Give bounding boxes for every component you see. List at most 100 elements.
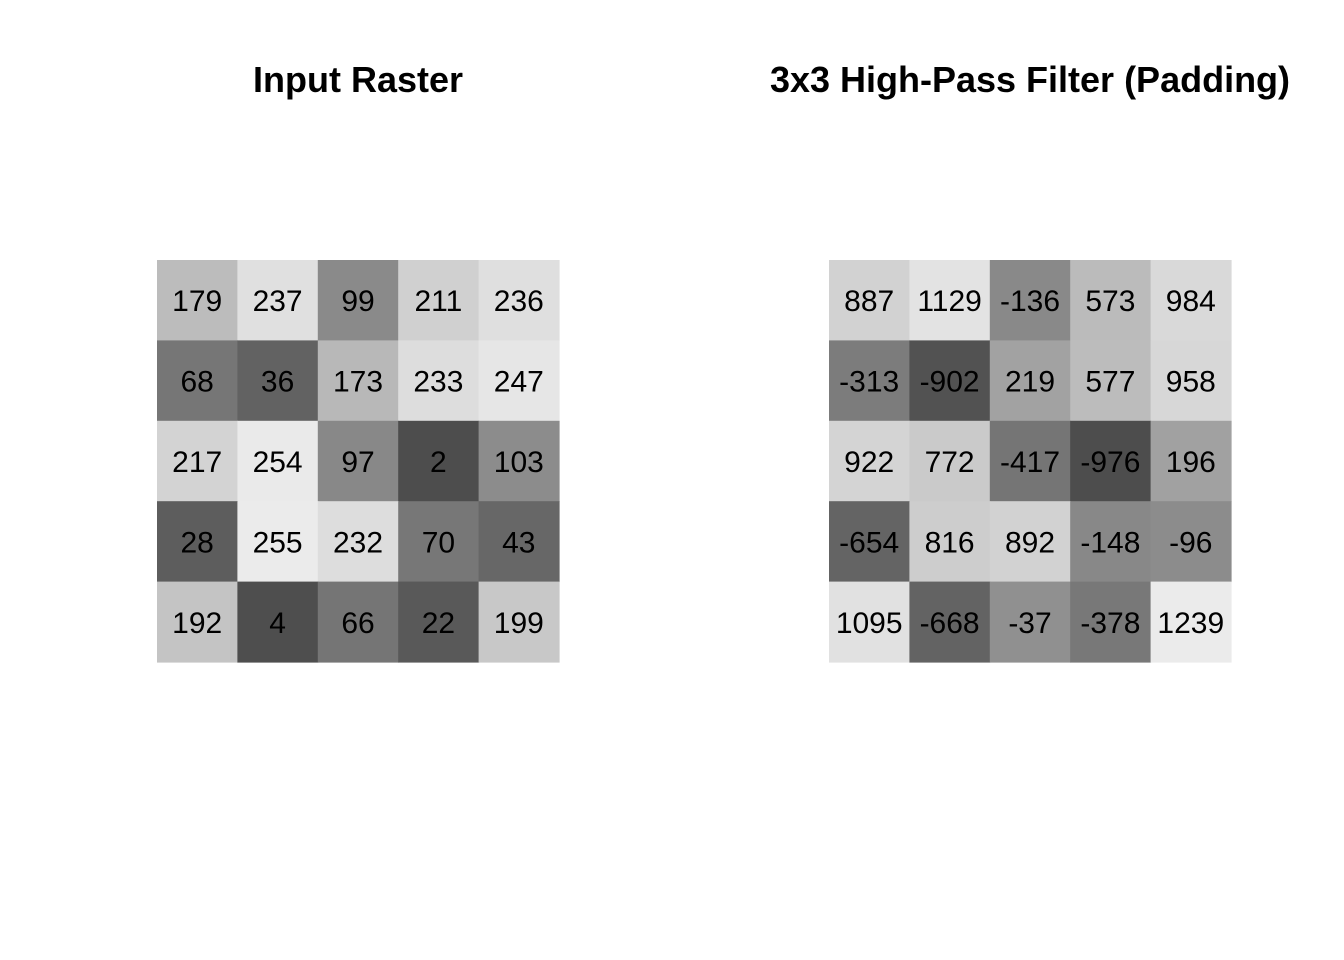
raster-cell <box>909 260 991 341</box>
raster-cell <box>237 581 319 663</box>
raster-cell <box>1070 581 1152 663</box>
raster-cell <box>829 420 910 502</box>
cell-value-label: 97 <box>341 446 374 479</box>
raster-cell <box>829 260 910 341</box>
raster-cell <box>398 340 480 422</box>
cell-value-label: 22 <box>422 607 455 640</box>
cell-value-label: -378 <box>1080 607 1140 640</box>
raster-cell <box>398 581 480 663</box>
raster-cell <box>989 260 1071 341</box>
raster-cell <box>1070 501 1152 583</box>
cell-value-label: 28 <box>181 526 214 559</box>
cell-value-label: 36 <box>261 366 294 399</box>
raster-cell <box>909 420 991 502</box>
high-pass-filter-heatmap: 887 1129 -136 573 984 -313 -902 219 577 958 922 772… <box>829 260 1232 663</box>
raster-cell <box>1070 340 1152 422</box>
cell-value-label: -313 <box>839 366 899 399</box>
cell-value-label: 2 <box>430 446 447 479</box>
cell-value-label: -417 <box>1000 446 1060 479</box>
cell-value-label: 922 <box>844 446 894 479</box>
raster-cell <box>237 260 319 341</box>
raster-cell <box>398 420 480 502</box>
raster-cell <box>317 260 399 341</box>
raster-cell <box>478 581 560 663</box>
cell-value-label: -902 <box>920 366 980 399</box>
cell-value-label: -148 <box>1080 526 1140 559</box>
cell-value-label: 192 <box>172 607 222 640</box>
cell-value-label: 577 <box>1085 366 1135 399</box>
cell-value-label: 219 <box>1005 366 1055 399</box>
cell-value-label: 236 <box>494 285 544 318</box>
cell-value-label: 892 <box>1005 526 1055 559</box>
raster-cell <box>398 260 480 341</box>
raster-cell <box>317 420 399 502</box>
raster-cell <box>1070 260 1152 341</box>
cell-value-label: 1129 <box>917 285 982 318</box>
raster-cell <box>157 420 238 502</box>
cell-value-label: 247 <box>494 366 544 399</box>
cell-value-label: 43 <box>502 526 535 559</box>
raster-cell <box>1150 420 1232 502</box>
cell-value-label: 99 <box>341 285 374 318</box>
cell-value-label: 1239 <box>1157 607 1224 640</box>
cell-value-label: 173 <box>333 366 383 399</box>
cell-value-label: 816 <box>925 526 975 559</box>
cell-value-label: 254 <box>253 446 303 479</box>
cell-value-label: 211 <box>414 285 462 318</box>
raster-cell <box>1150 501 1232 583</box>
raster-cell <box>909 581 991 663</box>
raster-cell <box>829 501 910 583</box>
raster-cell <box>478 501 560 583</box>
raster-cell <box>989 501 1071 583</box>
cell-value-label: 772 <box>925 446 975 479</box>
cell-value-label: -37 <box>1008 607 1051 640</box>
raster-cell <box>157 501 238 583</box>
cell-value-label: 1095 <box>836 607 903 640</box>
cell-value-label: 255 <box>253 526 303 559</box>
cell-value-label: -654 <box>839 526 899 559</box>
raster-cell <box>909 501 991 583</box>
cell-value-label: -136 <box>1000 285 1060 318</box>
cell-value-label: 217 <box>172 446 222 479</box>
cell-value-label: 887 <box>844 285 894 318</box>
raster-cell <box>909 340 991 422</box>
raster-cell <box>478 340 560 422</box>
raster-cell <box>317 340 399 422</box>
raster-cell <box>237 501 319 583</box>
raster-cell <box>478 260 560 341</box>
cell-value-label: 573 <box>1085 285 1135 318</box>
cell-value-label: 179 <box>172 285 222 318</box>
raster-cell <box>157 340 238 422</box>
raster-cell <box>237 340 319 422</box>
cell-value-label: -96 <box>1169 526 1212 559</box>
raster-cell <box>317 581 399 663</box>
cell-value-label: -976 <box>1080 446 1140 479</box>
cell-value-label: 103 <box>494 446 544 479</box>
raster-cell <box>989 340 1071 422</box>
raster-cell <box>989 420 1071 502</box>
raster-cell <box>829 340 910 422</box>
cell-value-label: 958 <box>1166 366 1216 399</box>
raster-cell <box>989 581 1071 663</box>
raster-cell <box>237 420 319 502</box>
input-raster-title: Input Raster <box>252 59 464 100</box>
cell-value-label: -668 <box>920 607 980 640</box>
raster-cell <box>1150 340 1232 422</box>
raster-cell <box>1150 260 1232 341</box>
high-pass-filter-title: 3x3 High-Pass Filter (Padding) <box>769 59 1291 100</box>
raster-cell <box>1070 420 1152 502</box>
cell-value-label: 4 <box>269 607 286 640</box>
raster-cell <box>157 260 238 341</box>
cell-value-label: 199 <box>494 607 544 640</box>
cell-value-label: 237 <box>253 285 303 318</box>
cell-value-label: 68 <box>181 366 214 399</box>
cell-value-label: 984 <box>1166 285 1216 318</box>
raster-cell <box>398 501 480 583</box>
cell-value-label: 196 <box>1166 446 1216 479</box>
cell-value-label: 70 <box>422 526 455 559</box>
cell-value-label: 232 <box>333 526 383 559</box>
raster-cell <box>157 581 238 663</box>
cell-value-label: 66 <box>341 607 374 640</box>
raster-cell <box>1150 581 1232 663</box>
